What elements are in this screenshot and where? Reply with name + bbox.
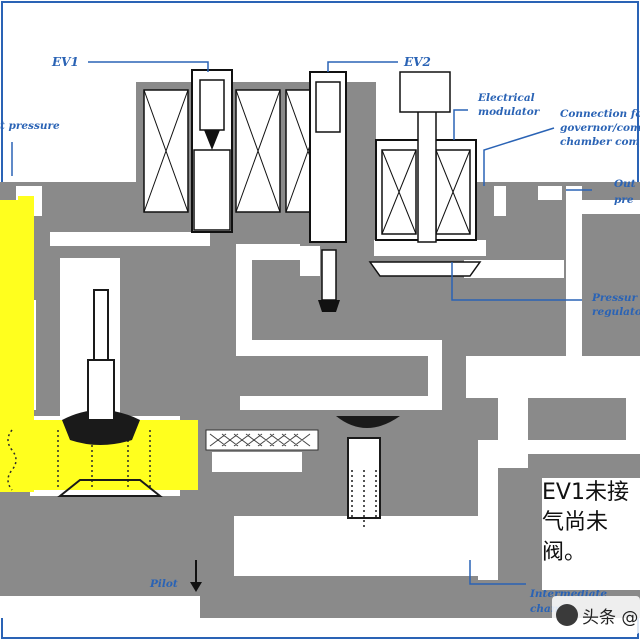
leader-lines xyxy=(11,61,592,585)
pilot-diaphragm xyxy=(57,289,163,497)
dashed-connections xyxy=(505,380,523,450)
caption-box: EV1未接 气尚未 阀。 xyxy=(542,478,640,590)
watermark-text: 头条 @ xyxy=(582,607,639,628)
ev1-label: EV1 xyxy=(52,55,79,69)
connection-label-line2: governor/com xyxy=(560,122,640,134)
pilot-arrow xyxy=(190,560,202,592)
watermark-logo-icon xyxy=(556,604,578,626)
ev2-solenoid xyxy=(285,71,347,312)
inlet-pressure-label: t pressure xyxy=(0,120,60,132)
modulator-label-line1: Electrical xyxy=(478,92,535,104)
main-valve-disc xyxy=(336,416,400,530)
connection-label-line3: chamber comp xyxy=(560,136,640,148)
outlet-pressure-label-line1: Out xyxy=(614,178,636,190)
pilot-label: Pilot xyxy=(150,578,178,590)
regulator-label-line2: regulato xyxy=(592,306,640,318)
diaphragm-dots xyxy=(7,429,151,491)
caption-line-1: EV1未接 xyxy=(542,480,629,505)
watermark: 头条 @ xyxy=(552,596,640,634)
caption-line-2: 气尚未 xyxy=(542,510,609,535)
ev2-label: EV2 xyxy=(404,55,431,69)
caption-line-3: 阀。 xyxy=(542,540,587,565)
electrical-modulator xyxy=(368,71,482,277)
filter-mesh xyxy=(205,429,319,451)
regulator-label-line1: Pressur xyxy=(592,292,638,304)
outlet-pressure-label-line2: pre xyxy=(614,194,634,206)
modulator-label-line2: modulator xyxy=(478,106,540,118)
connection-label-line1: Connection fo xyxy=(560,108,640,120)
